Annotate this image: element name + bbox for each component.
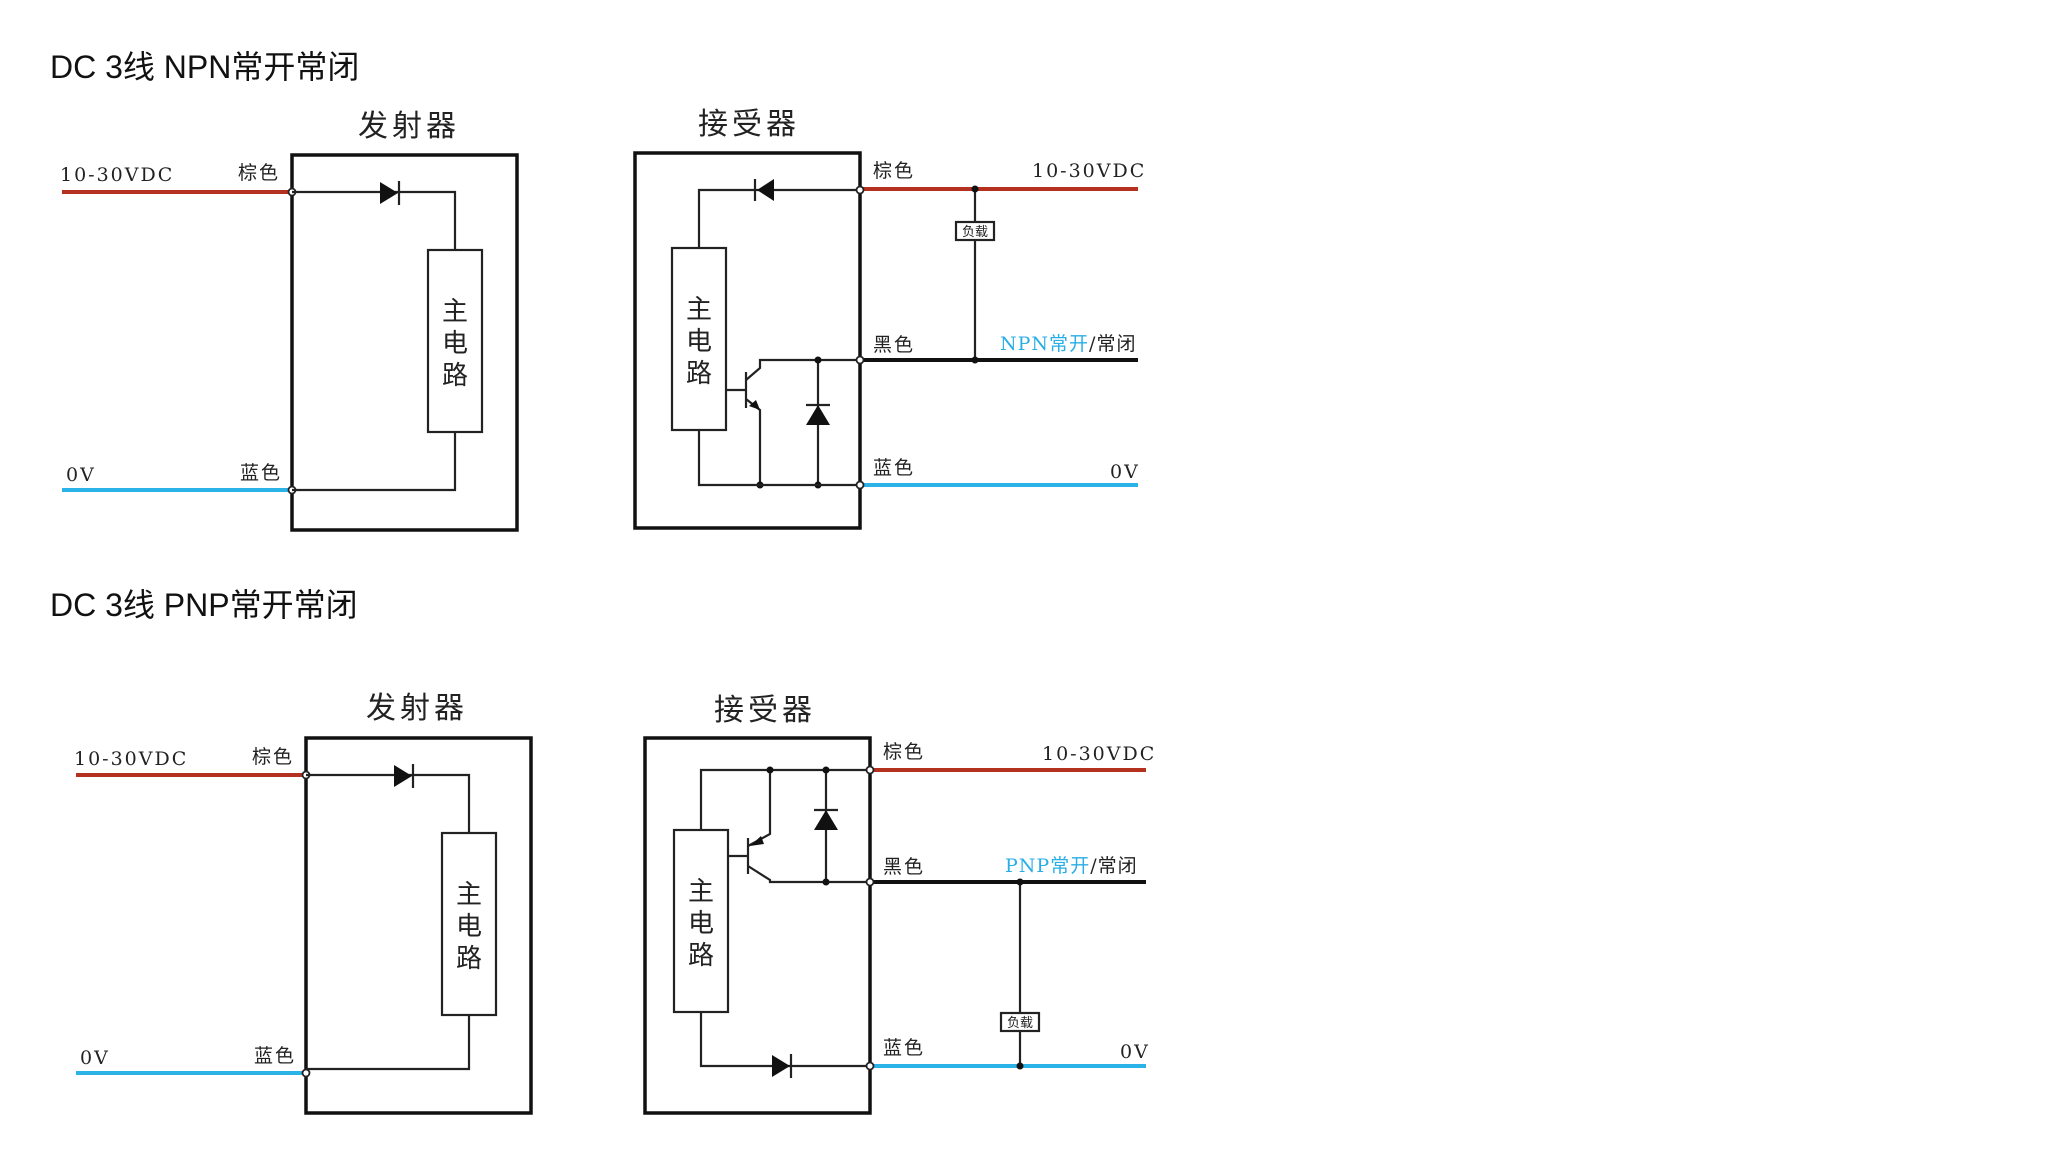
npn-emitter-supply-label: 10-30VDC (60, 164, 174, 186)
pnp-emitter-main-char-2: 电 (456, 912, 482, 942)
npn-receiver-housing (633, 151, 862, 530)
npn-receiver-supply-label: 10-30VDC (1032, 160, 1146, 182)
npn-emitter-diode-icon (380, 182, 398, 204)
npn-emitter-brown-label: 棕色 (238, 162, 280, 184)
pnp-emitter-brown-label: 棕色 (252, 746, 294, 768)
pnp-receiver-zero-label: 0V (1120, 1041, 1150, 1063)
pnp-receiver-collector-trace (747, 865, 870, 884)
npn-receiver-main-char-3: 路 (686, 359, 712, 389)
pnp-emitter-zero-label: 0V (80, 1047, 110, 1069)
npn-emitter-top-trace (292, 190, 457, 250)
pnp-section: DC 3线 PNP常开常闭 发射器 10-30VDC 棕色 0V 蓝色 主 电 … (50, 587, 1156, 1115)
pnp-receiver-mode-label: PNP常开/常闭 (1005, 855, 1138, 877)
npn-receiver-zener-icon (806, 405, 830, 425)
pnp-receiver-brown-label: 棕色 (883, 741, 925, 763)
npn-receiver-bottom-trace (697, 430, 860, 487)
pnp-receiver-emitter-trace (747, 770, 772, 847)
npn-receiver-heading: 接受器 (698, 107, 800, 142)
npn-receiver-emitter-trace (745, 398, 762, 485)
pnp-section-title: DC 3线 PNP常开常闭 (50, 587, 358, 623)
npn-emitter-bottom-trace (292, 432, 457, 492)
npn-section: DC 3线 NPN常开常闭 发射器 10-30VDC 棕色 0V 蓝色 主 电 … (50, 49, 1146, 532)
npn-emitter-main-char-2: 电 (442, 329, 468, 359)
pnp-emitter: 发射器 10-30VDC 棕色 0V 蓝色 主 电 路 (74, 691, 533, 1115)
npn-emitter-main-circuit (426, 248, 484, 434)
pnp-receiver-bottom-trace (699, 1012, 870, 1068)
npn-emitter-main-char-1: 主 (442, 297, 468, 327)
npn-receiver-diode-icon (757, 179, 774, 201)
pnp-emitter-diode-icon (394, 765, 412, 787)
npn-emitter-housing (290, 153, 519, 532)
npn-receiver-black-label: 黑色 (873, 334, 915, 356)
npn-receiver-blue-label: 蓝色 (873, 457, 915, 479)
npn-receiver-mode-rest: /常闭 (1089, 333, 1136, 355)
pnp-receiver-mode-colored: PNP常开 (1005, 855, 1090, 877)
pnp-receiver-top-trace (699, 768, 870, 830)
pnp-receiver: 接受器 主 电 路 棕色 10- (643, 693, 1156, 1115)
pnp-emitter-housing (304, 736, 533, 1115)
pnp-receiver-main-circuit (672, 828, 730, 1014)
pnp-emitter-bottom-trace (306, 1015, 471, 1071)
npn-emitter-main-char-3: 路 (442, 361, 468, 391)
npn-receiver-mode-colored: NPN常开 (1000, 333, 1089, 355)
npn-receiver-brown-label: 棕色 (873, 160, 915, 182)
pnp-emitter-blue-label: 蓝色 (254, 1045, 296, 1067)
pnp-emitter-main-char-1: 主 (456, 880, 482, 910)
npn-receiver-top-trace (697, 188, 860, 248)
pnp-receiver-mode-rest: /常闭 (1090, 855, 1137, 877)
pnp-emitter-main-char-3: 路 (456, 944, 482, 974)
pnp-emitter-supply-label: 10-30VDC (74, 748, 188, 770)
pnp-receiver-black-label: 黑色 (883, 856, 925, 878)
pnp-receiver-diode-icon (772, 1055, 790, 1077)
pnp-emitter-top-trace (306, 773, 471, 833)
pnp-receiver-heading: 接受器 (714, 693, 816, 728)
pnp-receiver-blue-label: 蓝色 (883, 1037, 925, 1059)
pnp-load-label: 负载 (1007, 1016, 1033, 1031)
npn-emitter-heading: 发射器 (358, 109, 460, 144)
npn-receiver-main-char-1: 主 (686, 295, 712, 325)
npn-receiver-main-char-2: 电 (686, 327, 712, 357)
npn-receiver-collector-trace (745, 358, 860, 381)
pnp-receiver-zener-icon (814, 810, 838, 830)
npn-emitter-zero-label: 0V (66, 464, 96, 486)
npn-load-label: 负载 (962, 225, 988, 240)
pnp-load-box (999, 1011, 1041, 1033)
pnp-emitter-heading: 发射器 (366, 691, 468, 726)
npn-receiver: 接受器 主 电 路 棕色 10-30VDC (633, 107, 1146, 530)
pnp-receiver-main-char-1: 主 (688, 877, 714, 907)
npn-receiver-mode-label: NPN常开/常闭 (1000, 333, 1136, 355)
npn-section-title: DC 3线 NPN常开常闭 (50, 49, 359, 85)
npn-emitter: 发射器 10-30VDC 棕色 0V 蓝色 主 电 路 (60, 109, 519, 532)
npn-load-box (954, 220, 996, 242)
npn-receiver-zero-label: 0V (1110, 461, 1140, 483)
pnp-receiver-housing (643, 736, 872, 1115)
pnp-emitter-main-circuit (440, 831, 498, 1017)
npn-emitter-blue-label: 蓝色 (240, 462, 282, 484)
pnp-receiver-main-char-3: 路 (688, 941, 714, 971)
pnp-receiver-main-char-2: 电 (688, 909, 714, 939)
pnp-receiver-supply-label: 10-30VDC (1042, 743, 1156, 765)
